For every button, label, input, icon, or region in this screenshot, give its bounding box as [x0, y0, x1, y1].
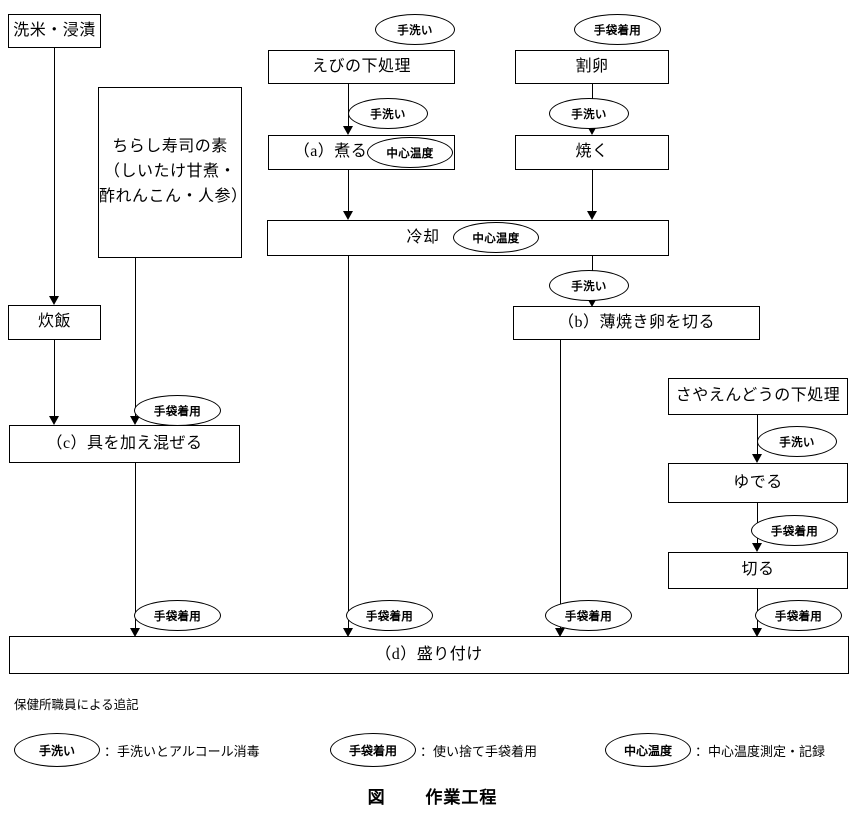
box-cut[interactable]: 切る — [668, 552, 848, 589]
box-plating-label: （d）盛り付け — [375, 645, 483, 663]
tag-core-temp-cooling[interactable]: 中心温度 — [453, 222, 539, 253]
connector-cooling-to-plating-shrimp — [348, 256, 349, 628]
tag-gloves-plating-1[interactable]: 手袋着用 — [134, 600, 221, 631]
tag-gloves-plating-4[interactable]: 手袋着用 — [755, 600, 842, 631]
arrowhead-cookrice — [49, 296, 59, 305]
tag-gloves-cut[interactable]: 手袋着用 — [751, 515, 838, 546]
tag-handwash-grill[interactable]: 手洗い — [549, 98, 629, 129]
tag-label: 手袋着用 — [593, 22, 642, 37]
connector-cookrice-to-mix — [54, 340, 55, 416]
arrowhead-cooling-right — [587, 211, 597, 220]
arrowhead-plating-1 — [130, 628, 140, 637]
box-egg-crack-label: 割卵 — [575, 57, 609, 75]
box-grill-label: 焼く — [575, 143, 609, 161]
box-pea-prep[interactable]: さやえんどうの下処理 — [668, 378, 848, 415]
figure-caption: 図 作業工程 — [0, 783, 865, 808]
box-mix-ingredients[interactable]: （c）具を加え混ぜる — [9, 425, 240, 463]
box-cooling-label: 冷却 — [406, 228, 440, 246]
box-shrimp-prep-label: えびの下処理 — [311, 57, 411, 75]
tag-label: 手袋着用 — [770, 523, 819, 538]
tag-label: 手洗い — [370, 106, 406, 121]
tag-handwash-simmer[interactable]: 手洗い — [348, 98, 428, 129]
tag-label: 手洗い — [779, 434, 815, 449]
tag-handwash-shrimp-prep[interactable]: 手洗い — [375, 14, 455, 45]
arrowhead-cutegg — [587, 298, 597, 307]
connector-cutegg-to-plating — [560, 340, 561, 628]
legend-item-core-temp: 中心温度 ：中心温度測定・記録 — [605, 733, 825, 767]
box-cut-label: 切る — [741, 561, 775, 579]
legend-gloves-ellipse: 手袋着用 — [330, 733, 416, 767]
connector-sushimix-to-mix — [135, 258, 136, 416]
tag-label: 手洗い — [571, 106, 607, 121]
legend-core-temp-ellipse: 中心温度 — [605, 733, 691, 767]
tag-handwash-cut-egg[interactable]: 手洗い — [549, 270, 629, 301]
connector-grill-to-cooling — [592, 170, 593, 211]
legend-gloves-description: ：使い捨て手袋着用 — [420, 744, 538, 760]
arrowhead-mix-right — [130, 416, 140, 425]
box-cut-egg[interactable]: （b）薄焼き卵を切る — [513, 306, 760, 340]
legend-item-gloves: 手袋着用 ：使い捨て手袋着用 — [330, 733, 537, 767]
legend-handwash-ellipse: 手洗い — [14, 733, 100, 767]
box-cook-rice[interactable]: 炊飯 — [8, 305, 101, 340]
box-mix-ingredients-label: （c）具を加え混ぜる — [46, 434, 203, 452]
box-pea-prep-label: さやえんどうの下処理 — [675, 387, 841, 405]
arrowhead-cooling-left — [343, 211, 353, 220]
box-grill[interactable]: 焼く — [515, 135, 669, 170]
legend-core-temp-description: ：中心温度測定・記録 — [695, 744, 826, 760]
tag-label: 手袋着用 — [564, 608, 613, 623]
tag-gloves-plating-3[interactable]: 手袋着用 — [545, 600, 632, 631]
tag-label: 手洗い — [571, 278, 607, 293]
tag-gloves-egg-crack[interactable]: 手袋着用 — [574, 14, 661, 45]
legend-item-handwash: 手洗い ：手洗いとアルコール消毒 — [14, 733, 260, 767]
arrowhead-mix-left — [49, 416, 59, 425]
arrowhead-grill — [587, 126, 597, 135]
tag-label: 手袋着用 — [153, 608, 202, 623]
tag-label: 手袋着用 — [153, 403, 202, 418]
connector-simmer-to-cooling — [348, 170, 349, 211]
figure-caption-title: 作業工程 — [425, 788, 498, 808]
figure-caption-label: 図 — [367, 788, 386, 808]
connector-mix-to-plating — [135, 463, 136, 628]
box-sushi-mix-line2: （しいたけ甘煮・ — [103, 163, 236, 181]
box-sushi-mix[interactable]: ちらし寿司の素 （しいたけ甘煮・ 酢れんこん・人参） — [98, 87, 248, 258]
box-wash-soak[interactable]: 洗米・浸漬 — [8, 14, 101, 48]
arrowhead-plating-4 — [752, 628, 762, 637]
health-center-note: 保健所職員による追記 — [14, 697, 139, 712]
arrowhead-boil — [752, 454, 762, 463]
box-egg-crack[interactable]: 割卵 — [515, 50, 669, 84]
tag-label: 中心温度 — [472, 230, 520, 245]
tag-label: 中心温度 — [386, 145, 434, 160]
arrowhead-simmer — [343, 126, 353, 135]
arrowhead-plating-2 — [343, 628, 353, 637]
box-simmer-label: （a）煮る — [293, 143, 368, 161]
box-cook-rice-label: 炊飯 — [37, 313, 71, 331]
box-boil-label: ゆでる — [733, 473, 783, 491]
tag-handwash-boil[interactable]: 手洗い — [757, 426, 837, 457]
box-sushi-mix-line3: 酢れんこん・人参） — [99, 187, 248, 205]
tag-label: 手洗い — [397, 22, 433, 37]
connector-peaprep-to-boil — [757, 415, 758, 454]
box-sushi-mix-line1: ちらし寿司の素 — [112, 138, 228, 156]
tag-gloves-mix-ingredients[interactable]: 手袋着用 — [134, 395, 221, 426]
arrowhead-plating-3 — [555, 628, 565, 637]
connector-shrimp-to-simmer — [348, 84, 349, 126]
box-boil[interactable]: ゆでる — [668, 463, 848, 503]
tag-core-temp-simmer[interactable]: 中心温度 — [367, 137, 453, 168]
tag-label: 手袋着用 — [365, 608, 414, 623]
box-plating[interactable]: （d）盛り付け — [9, 636, 849, 674]
box-wash-soak-label: 洗米・浸漬 — [13, 21, 96, 39]
box-cut-egg-label: （b）薄焼き卵を切る — [557, 313, 715, 331]
legend-handwash-description: ：手洗いとアルコール消毒 — [104, 744, 260, 760]
connector-wash-to-cookrice — [54, 48, 55, 296]
arrowhead-cut — [752, 543, 762, 552]
box-shrimp-prep[interactable]: えびの下処理 — [268, 50, 455, 84]
tag-gloves-plating-2[interactable]: 手袋着用 — [346, 600, 433, 631]
tag-label: 手袋着用 — [774, 608, 823, 623]
